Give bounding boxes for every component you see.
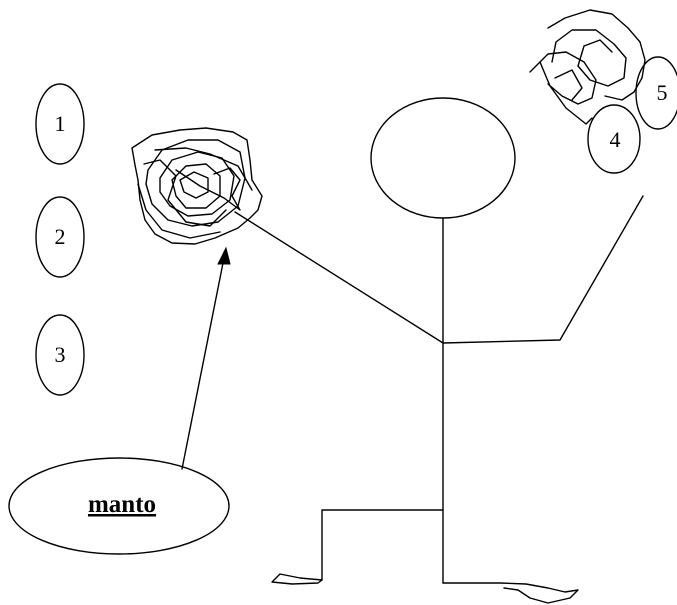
stick-figure-right-arm [443,196,643,343]
oval-1-number: 1 [55,111,66,136]
oval-4-number: 4 [610,127,621,152]
stick-figure-left-leg [322,510,443,580]
arrow-head [218,248,230,264]
label-text: manto [88,491,156,518]
stick-figure-right-foot [443,583,578,603]
oval-5-number: 5 [657,80,668,105]
oval-2: 2 [36,197,84,277]
oval-2-number: 2 [55,224,66,249]
stick-figure-head [371,98,515,218]
oval-5: 5 [636,57,677,129]
scribble-cluster-right [530,10,645,124]
stick-figure-left-arm [235,212,443,343]
label-oval: manto [9,458,229,554]
oval-1: 1 [36,84,84,164]
stick-figure-left-foot [272,574,322,584]
arrow-shaft [182,258,224,469]
oval-3-number: 3 [55,342,66,367]
scribble-ball-left [132,128,262,244]
oval-4: 4 [588,105,640,173]
oval-3: 3 [36,315,84,395]
stick-figure [235,98,643,603]
pointer-arrow [182,248,230,469]
